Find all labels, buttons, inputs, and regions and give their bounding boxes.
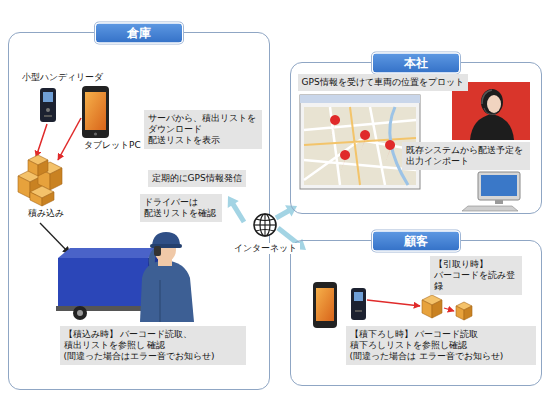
tablet-pc [82,86,109,138]
panel-heading: 倉庫 [95,23,183,44]
process-box: 【積込み時】 バーコード読取、積出リストを参照し 確認(間違った場合はエラー音で… [60,326,246,366]
cardboard-boxes [18,155,62,206]
region-panel: 本社GPS情報を受けて車両の位置をプロット既存システムから配送予定を 出力インポ… [290,62,542,214]
connector-line [278,228,299,244]
box-text: 定期的にGPS情報発信 [152,173,242,184]
panel-heading: 顧客 [372,231,460,252]
parcels [422,295,472,320]
box-text: 既存システムから配送予定を 出力インポート [406,145,526,168]
box-text: 【積下ろし時】 バーコード読取 積下ろしリストを参照し確認(間違った場合は エラ… [350,329,532,363]
process-box: GPS情報を受けて車両の位置をプロット [298,74,468,91]
globe-icon [252,212,278,238]
tablet-pc [313,282,337,328]
panel-heading: 本社 [372,53,460,74]
box-text: GPS情報を受けて車両の位置をプロット [302,77,464,88]
computer [462,172,520,211]
process-box: 定期的にGPS情報発信 [148,170,246,187]
process-box: ドライバーは 配送リストを確認 [140,194,222,223]
connector-line [276,210,289,218]
connector-arrow [276,205,297,218]
box-text: 【積込み時】 バーコード読取、積出リストを参照し 確認(間違った場合はエラー音で… [64,329,242,363]
part-label: 積み込み [28,208,64,219]
part-label: 小型ハンディリーダ [22,72,103,83]
driver [140,232,194,322]
connector-arrow [228,196,244,222]
box-text: サーバから、積出リストを ダウンロード 配送リストを表示 [148,113,258,147]
part-label: タブレットPC [84,140,141,151]
process-box: 既存システムから配送予定を 出力インポート [402,142,530,171]
process-box: サーバから、積出リストを ダウンロード 配送リストを表示 [144,110,262,150]
handheld-reader [40,88,56,122]
node-label: インターネット [230,243,300,254]
connector-line [233,204,244,222]
process-box: 【引取り時】 バーコードを読み登録 [430,256,522,296]
arrow-head [228,196,239,208]
handheld-reader [351,288,366,320]
region-panel: 顧客【引取り時】 バーコードを読み登録【積下ろし時】 バーコード読取 積下ろしリ… [290,240,542,386]
box-text: 【引取り時】 バーコードを読み登録 [434,259,518,293]
process-box: 【積下ろし時】 バーコード読取 積下ろしリストを参照し確認(間違った場合は エラ… [346,326,536,366]
internet-node: インターネット [230,212,300,254]
arrow-head [285,205,297,216]
box-text: ドライバーは 配送リストを確認 [144,197,218,220]
